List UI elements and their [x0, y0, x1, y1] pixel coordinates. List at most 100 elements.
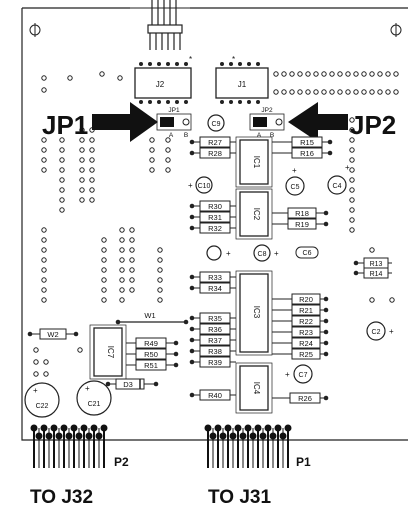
connector-label-p2: P2 — [114, 455, 129, 469]
mounting-hole-left — [29, 23, 41, 37]
capacitor-c7: C7+ — [285, 364, 313, 384]
resistor-r51: R51 — [126, 359, 179, 371]
svg-text:C9: C9 — [212, 121, 221, 128]
arrow-to-jp2 — [288, 102, 348, 142]
jumper-jp2-label: JP2 — [261, 107, 273, 114]
svg-text:+: + — [188, 181, 193, 190]
svg-text:C8: C8 — [258, 251, 267, 258]
svg-text:C10: C10 — [198, 183, 211, 190]
header-p2 — [30, 424, 108, 468]
svg-text:R34: R34 — [208, 284, 222, 293]
pin1-star-j2: * — [189, 55, 192, 64]
svg-text:+: + — [85, 384, 90, 393]
wire-w2: W2 — [27, 328, 79, 340]
svg-text:W2: W2 — [47, 330, 58, 339]
svg-text:R38: R38 — [208, 347, 222, 356]
svg-text:R13: R13 — [370, 261, 383, 268]
capacitor-c22: C22+ — [24, 382, 60, 418]
capacitor-c10: C10 + — [188, 176, 213, 194]
ic-3: IC3 — [235, 270, 273, 356]
ic-7-label: IC7 — [106, 346, 115, 359]
resistor-r14: R14 — [353, 267, 392, 279]
svg-text:R19: R19 — [295, 220, 309, 229]
svg-text:C2: C2 — [372, 329, 381, 336]
ic-3-label: IC3 — [252, 306, 261, 319]
svg-text:W1: W1 — [144, 311, 155, 320]
jumper-jp1-pin-a: A — [169, 132, 174, 139]
svg-text:R21: R21 — [299, 306, 313, 315]
ic-1: IC1 — [235, 136, 273, 188]
resistor-r28: R28 — [189, 147, 236, 159]
header-p1 — [204, 424, 292, 468]
svg-text:R23: R23 — [299, 328, 313, 337]
resistor-r21: R21 — [272, 304, 329, 316]
resistor-r36: R36 — [189, 323, 236, 335]
mounting-hole-right — [390, 23, 402, 37]
svg-text:+: + — [292, 166, 297, 175]
capacitor-c9: C9 — [207, 114, 225, 132]
svg-text:R36: R36 — [208, 325, 222, 334]
chip-label-j2: J2 — [156, 80, 165, 89]
svg-text:+: + — [226, 249, 231, 258]
ic-2-label: IC2 — [252, 208, 261, 221]
svg-text:R20: R20 — [299, 295, 313, 304]
resistor-r22: R22 — [272, 315, 329, 327]
resistor-r30: R30 — [189, 200, 236, 212]
ic-4-label: IC4 — [252, 382, 261, 395]
svg-text:R30: R30 — [208, 202, 222, 211]
pad-columns-left — [33, 71, 171, 377]
resistor-r18: R18 — [272, 207, 329, 219]
resistor-r31: R31 — [189, 211, 236, 223]
svg-text:+: + — [345, 163, 350, 172]
svg-text:+: + — [285, 370, 290, 379]
svg-text:R15: R15 — [300, 138, 314, 147]
resistor-r40: R40 — [189, 389, 236, 401]
diode-d3: D3 — [105, 378, 159, 390]
svg-text:R22: R22 — [299, 317, 313, 326]
resistor-r38: R38 — [189, 345, 236, 357]
svg-text:R32: R32 — [208, 224, 222, 233]
resistor-r34: R34 — [189, 282, 236, 294]
callout-jp2: JP2 — [350, 110, 396, 140]
capacitor-c6: C6 — [295, 246, 319, 259]
jumper-jp1: JP1 A B — [156, 107, 192, 139]
resistor-r33: R33 — [189, 271, 236, 283]
svg-text:R39: R39 — [208, 358, 222, 367]
jumper-jp1-label: JP1 — [168, 107, 180, 114]
resistor-r39: R39 — [189, 356, 236, 368]
resistor-r13: R13 — [353, 257, 392, 269]
svg-text:R35: R35 — [208, 314, 222, 323]
jumper-jp1-pin-b: B — [184, 132, 188, 139]
svg-text:R28: R28 — [208, 149, 222, 158]
svg-text:+: + — [389, 327, 394, 336]
resistor-r26: R26 — [272, 392, 329, 404]
resistor-r35: R35 — [189, 312, 236, 324]
svg-text:C4: C4 — [333, 183, 342, 190]
resistor-r23: R23 — [272, 326, 329, 338]
svg-text:+: + — [33, 386, 38, 395]
svg-text:R40: R40 — [208, 391, 222, 400]
arrow-to-jp1 — [92, 102, 158, 142]
ic-2: IC2 — [235, 188, 273, 240]
capacitor-c8: C8 + — [253, 244, 279, 262]
resistor-r32: R32 — [189, 222, 236, 234]
svg-text:C5: C5 — [291, 184, 300, 191]
jumper-jp2-pin-a: A — [257, 132, 262, 139]
svg-text:R27: R27 — [208, 138, 222, 147]
resistor-r27: R27 — [189, 136, 236, 148]
ic-4: IC4 — [235, 362, 273, 414]
capacitor-c4: C4 + — [327, 163, 350, 195]
connector-label-p1: P1 — [296, 455, 311, 469]
chip-label-j1: J1 — [238, 80, 247, 89]
svg-text:R50: R50 — [144, 350, 158, 359]
ic-1-label: IC1 — [252, 156, 261, 169]
pad-row-top-right — [273, 71, 399, 95]
pin1-star-j1: * — [232, 55, 235, 64]
svg-text:+: + — [274, 249, 279, 258]
jumper-jp2-pin-b: B — [270, 132, 274, 139]
svg-text:C21: C21 — [88, 401, 101, 408]
resistor-r50: R50 — [126, 348, 179, 360]
resistor-r19: R19 — [272, 218, 329, 230]
resistor-r24: R24 — [272, 337, 329, 349]
